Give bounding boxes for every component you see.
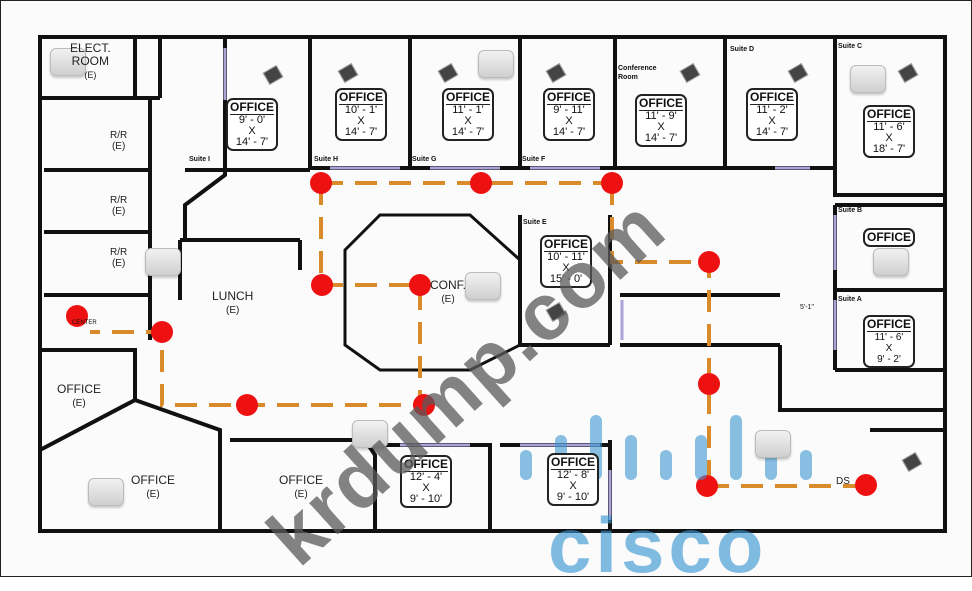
suite-label: Suite B	[838, 207, 863, 214]
conference-room-label: Conference Room	[618, 65, 657, 81]
ap-node	[470, 172, 492, 194]
suite-label: Suite F	[522, 156, 546, 163]
access-point-icon	[478, 50, 514, 78]
dimension-note: 5'-1"	[800, 304, 814, 311]
access-point-icon	[88, 478, 124, 506]
access-point-icon	[755, 430, 791, 458]
floor-plan	[38, 35, 947, 533]
suite-label: Suite C	[838, 43, 863, 50]
access-point-icon	[352, 420, 388, 448]
ap-node	[236, 394, 258, 416]
access-point-icon	[465, 272, 501, 300]
ap-node	[698, 373, 720, 395]
elec-room-label: ELECT.ROOM(E)	[70, 41, 111, 81]
lunch-label: LUNCH(E)	[212, 289, 254, 317]
suite-label: Suite I	[189, 156, 211, 163]
ds-label: DS	[836, 476, 850, 487]
office-label: OFFICE(E)	[279, 473, 323, 501]
suite-label: Suite E	[523, 219, 547, 226]
restroom-label: R/R(E)	[110, 195, 128, 217]
ap-node	[66, 305, 88, 327]
access-point-nodes	[66, 172, 877, 497]
restroom-label: R/R(E)	[110, 130, 128, 152]
access-point-icon	[850, 65, 886, 93]
outer-wall	[38, 35, 947, 533]
ap-node	[310, 172, 332, 194]
suite-label: Suite H	[314, 156, 339, 163]
ap-node	[311, 274, 333, 296]
access-point-icon	[145, 248, 181, 276]
office-dimension-box: OFFICE	[863, 228, 915, 247]
ap-node	[696, 475, 718, 497]
office-label: OFFICE(E)	[131, 473, 175, 501]
suite-label: Suite G	[412, 156, 437, 163]
ap-node	[409, 274, 431, 296]
conf-label: CONF.(E)	[430, 278, 466, 306]
suite-label: Suite D	[730, 46, 755, 53]
office-label: OFFICE(E)	[57, 382, 101, 410]
cisco-logo: cisco	[548, 501, 768, 589]
access-point-icon	[50, 48, 86, 76]
walls	[38, 35, 947, 533]
ap-node	[601, 172, 623, 194]
ap-node	[855, 474, 877, 496]
restroom-label: R/R(E)	[110, 247, 128, 269]
ap-node	[413, 394, 435, 416]
suite-label: Suite A	[838, 296, 862, 303]
ap-node	[698, 251, 720, 273]
ap-node	[151, 321, 173, 343]
access-point-icon	[873, 248, 909, 276]
center-label: CENTER	[72, 320, 97, 326]
